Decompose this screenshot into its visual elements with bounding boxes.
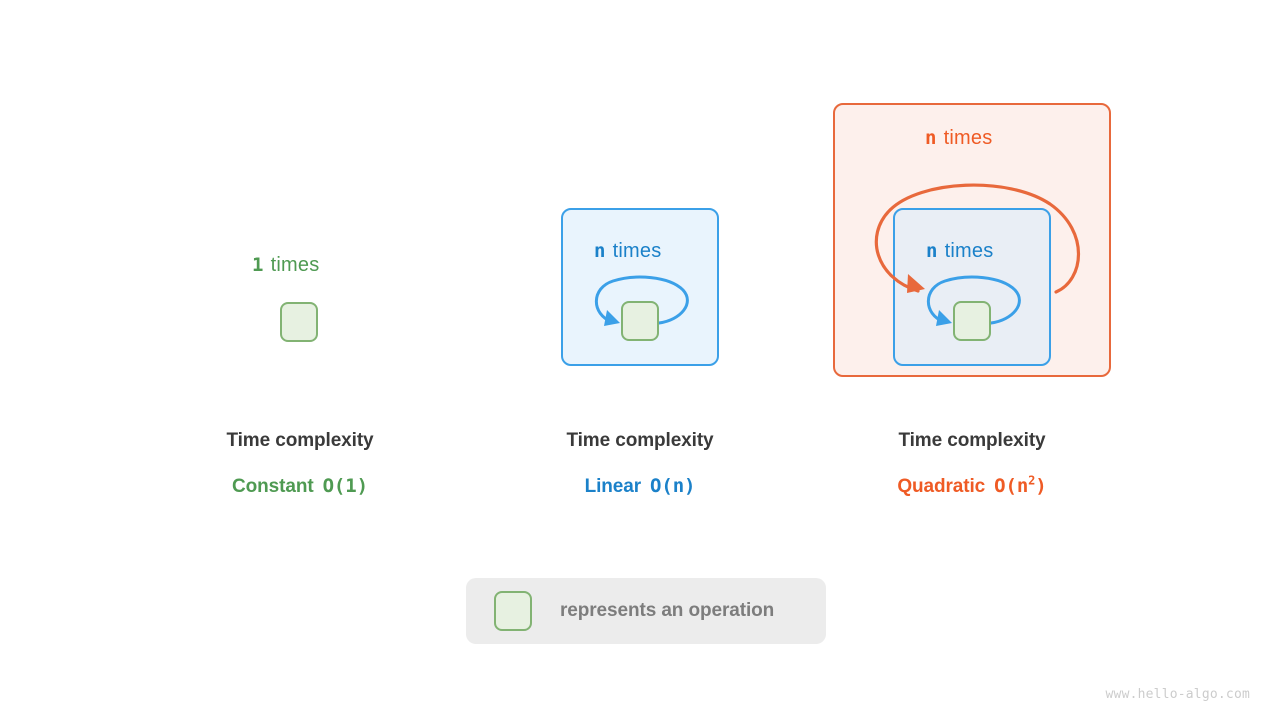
constant-caption: Time complexity Constant O(1) [180,430,420,498]
operation-box [621,301,659,341]
caption-title: Time complexity [226,430,374,451]
linear-loop-unit: times [612,240,662,262]
quadratic-inner-loop-count: n [926,240,938,262]
caption-big-o: O(1) [322,475,368,497]
quadratic-inner-loop-panel [893,208,1051,366]
quadratic-outer-loop-unit: times [943,127,993,149]
caption-big-o-close: ) [1035,475,1047,497]
caption-big-o-base: O(n [994,475,1029,497]
caption-big-o: O(n2) [994,475,1047,497]
caption-title: Time complexity [566,430,714,451]
constant-complexity-group: 1 times [200,240,400,380]
constant-loop-count: 1 [252,254,264,276]
watermark: www.hello-algo.com [1105,687,1250,702]
caption-complexity-name: Linear [584,476,642,497]
quadratic-inner-loop-unit: times [944,240,994,262]
quadratic-outer-loop-count: n [925,127,937,149]
operation-box [280,302,318,342]
legend-label: represents an operation [560,600,775,621]
caption-complexity-name: Constant [232,476,314,497]
linear-loop-count: n [594,240,606,262]
constant-loop-unit: times [270,254,320,276]
linear-loop-panel [561,208,719,366]
constant-loop-label: 1 times [252,255,319,275]
caption-value: Linear O(n) [520,475,760,498]
caption-value: Quadratic O(n2) [852,475,1092,498]
legend: represents an operation [466,578,826,644]
linear-caption: Time complexity Linear O(n) [520,430,760,498]
legend-operation-swatch [494,591,532,631]
caption-value: Constant O(1) [180,475,420,498]
caption-title: Time complexity [898,430,1046,451]
caption-big-o-exponent: 2 [1028,473,1036,488]
caption-complexity-name: Quadratic [897,476,986,497]
quadratic-caption: Time complexity Quadratic O(n2) [852,430,1092,498]
caption-big-o: O(n) [650,475,696,497]
operation-box [953,301,991,341]
